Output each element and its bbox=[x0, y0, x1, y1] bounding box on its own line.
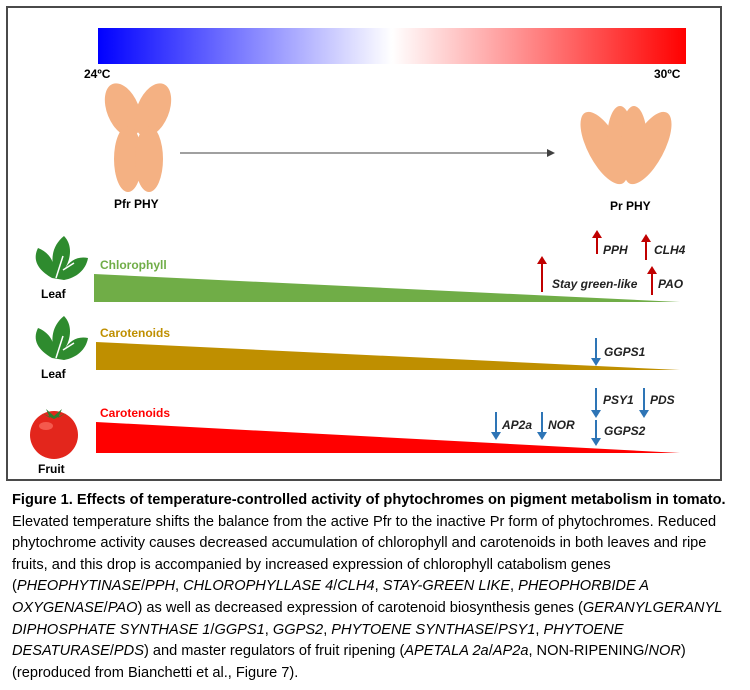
up-arrow-icon bbox=[647, 266, 657, 295]
leaf-carotenoids-wedge bbox=[96, 342, 680, 370]
caption-segment: CLH4 bbox=[337, 578, 375, 595]
gene-psy1: PSY1 bbox=[603, 393, 634, 407]
caption-segment: STAY-GREEN LIKE bbox=[382, 578, 511, 595]
tomato-icon bbox=[30, 409, 78, 459]
caption-segment: PPH bbox=[145, 578, 176, 595]
leaf-icon bbox=[35, 236, 88, 280]
row2-pigment-label: Carotenoids bbox=[100, 326, 170, 340]
caption-segment: PHYTOENE DESATURASE bbox=[12, 621, 624, 660]
row3-organ-label: Fruit bbox=[38, 462, 65, 476]
row2-organ-label: Leaf bbox=[41, 367, 67, 381]
caption-segment: / bbox=[333, 578, 338, 595]
caption-segment: / bbox=[109, 643, 114, 660]
caption-segment: ) (reproduced from Bianchetti et al., Fi… bbox=[12, 643, 686, 681]
caption-segment: ) and master regulators of fruit ripenin… bbox=[143, 643, 405, 660]
gene-clh4: CLH4 bbox=[654, 243, 686, 257]
figure-diagram: 24ºC 30ºC Pfr PHY Pr PHY Leaf Chlorophyl… bbox=[30, 28, 686, 476]
caption-segment: PHEOPHYTINASE bbox=[16, 578, 141, 595]
row1-organ-label: Leaf bbox=[41, 287, 67, 301]
caption-body: Elevated temperature shifts the balance … bbox=[12, 514, 722, 681]
down-arrow-icon bbox=[639, 388, 649, 418]
down-arrow-icon bbox=[491, 412, 501, 440]
caption-segment: AP2a bbox=[492, 643, 529, 660]
up-arrow-icon bbox=[641, 234, 651, 260]
down-arrow-icon bbox=[591, 338, 601, 366]
caption-segment: APETALA 2a bbox=[404, 643, 489, 660]
caption-title: Figure 1. Effects of temperature-control… bbox=[12, 492, 726, 508]
row3-pigment-label: Carotenoids bbox=[100, 406, 170, 420]
chlorophyll-wedge bbox=[94, 274, 680, 302]
figure-caption: Figure 1. Effects of temperature-control… bbox=[12, 490, 742, 684]
caption-segment: / bbox=[488, 643, 493, 660]
caption-segment: , bbox=[323, 621, 332, 638]
caption-segment: , bbox=[510, 578, 519, 595]
gene-stay-green-like: Stay green-like bbox=[552, 277, 638, 291]
gene-ap2a: AP2a bbox=[501, 418, 532, 432]
down-arrow-icon bbox=[591, 420, 601, 446]
caption-segment: , bbox=[535, 621, 544, 638]
gene-nor: NOR bbox=[548, 418, 575, 432]
down-arrow-icon bbox=[537, 412, 547, 440]
pr-phy-label: Pr PHY bbox=[610, 199, 651, 213]
caption-segment: Elevated temperature shifts the balance … bbox=[12, 513, 717, 595]
caption-segment: / bbox=[103, 599, 108, 616]
temperature-gradient-bar bbox=[98, 28, 686, 64]
gene-ggps1: GGPS1 bbox=[604, 345, 646, 359]
figure-panel: 24ºC 30ºC Pfr PHY Pr PHY Leaf Chlorophyl… bbox=[6, 6, 722, 481]
gene-pds: PDS bbox=[650, 393, 675, 407]
leaf-icon bbox=[35, 316, 88, 360]
pr-phytochrome-shape bbox=[580, 106, 672, 185]
fruit-carotenoids-wedge bbox=[96, 422, 680, 453]
caption-segment: PSY1 bbox=[498, 621, 536, 638]
caption-segment: PAO bbox=[107, 599, 138, 616]
caption-segment: , bbox=[374, 578, 383, 595]
caption-segment: CHLOROPHYLLASE 4 bbox=[183, 578, 334, 595]
caption-segment: GGPS1 bbox=[214, 621, 265, 638]
gene-ggps2: GGPS2 bbox=[604, 424, 646, 438]
gene-pao: PAO bbox=[658, 277, 684, 291]
row1-pigment-label: Chlorophyll bbox=[100, 258, 167, 272]
caption-segment: PDS bbox=[113, 643, 144, 660]
caption-segment: GGPS2 bbox=[272, 621, 324, 638]
gene-pph: PPH bbox=[603, 243, 628, 257]
caption-segment: ) as well as decreased expression of car… bbox=[137, 599, 583, 616]
caption-segment: GERANYLGERANYL DIPHOSPHATE SYNTHASE 1 bbox=[12, 599, 723, 638]
up-arrow-icon bbox=[537, 256, 547, 292]
temp-high-label: 30ºC bbox=[654, 67, 681, 81]
caption-segment: , bbox=[175, 578, 184, 595]
caption-segment: , NON-RIPENING/ bbox=[528, 643, 649, 660]
caption-segment: , bbox=[264, 621, 273, 638]
caption-segment: NOR bbox=[648, 643, 681, 660]
caption-segment: PHEOPHORBIDE A OXYGENASE bbox=[12, 578, 649, 616]
down-arrow-icon bbox=[591, 388, 601, 418]
temp-low-label: 24ºC bbox=[84, 67, 111, 81]
caption-segment: / bbox=[140, 578, 146, 595]
pfr-phytochrome-shape bbox=[104, 83, 172, 192]
up-arrow-icon bbox=[592, 230, 602, 254]
caption-segment: / bbox=[494, 621, 499, 638]
caption-segment: / bbox=[210, 621, 215, 638]
pfr-phy-label: Pfr PHY bbox=[114, 197, 159, 211]
caption-segment: PHYTOENE SYNTHASE bbox=[331, 621, 495, 638]
